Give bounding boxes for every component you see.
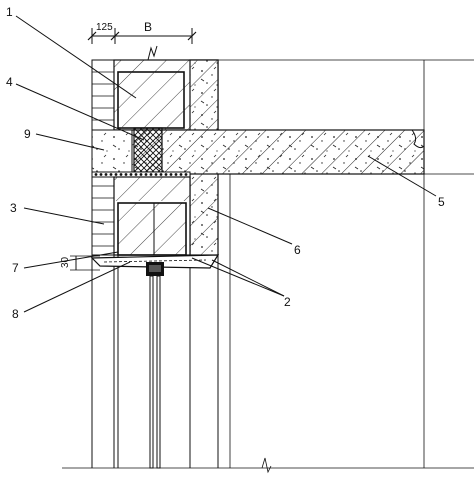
lower-block: [113, 176, 191, 256]
callout-5: 5: [438, 195, 445, 209]
room-outline: [62, 60, 474, 474]
insulation-zone: [91, 129, 133, 175]
callout-6: 6: [294, 243, 301, 257]
callout-8: 8: [12, 307, 19, 321]
callout-9: 9: [24, 127, 31, 141]
wall-vertical-lines: [91, 255, 219, 468]
callout-7: 7: [12, 261, 19, 275]
leader-lines: [15, 15, 437, 313]
beaded-strip: [91, 171, 191, 178]
upper-block: [113, 45, 219, 131]
callout-4: 4: [6, 75, 13, 89]
callout-2: 2: [284, 295, 291, 309]
callout-3: 3: [10, 201, 17, 215]
callout-1: 1: [6, 5, 13, 19]
window-head-detail: [90, 254, 220, 469]
top-dimension-line: 125 B: [87, 20, 197, 44]
cross-hatched-insert: [133, 127, 163, 173]
floor-slab: [113, 59, 474, 175]
dim-30-label: 30: [60, 256, 71, 268]
dim-125-label: 125: [96, 22, 113, 33]
dim-b-label: B: [144, 20, 152, 34]
